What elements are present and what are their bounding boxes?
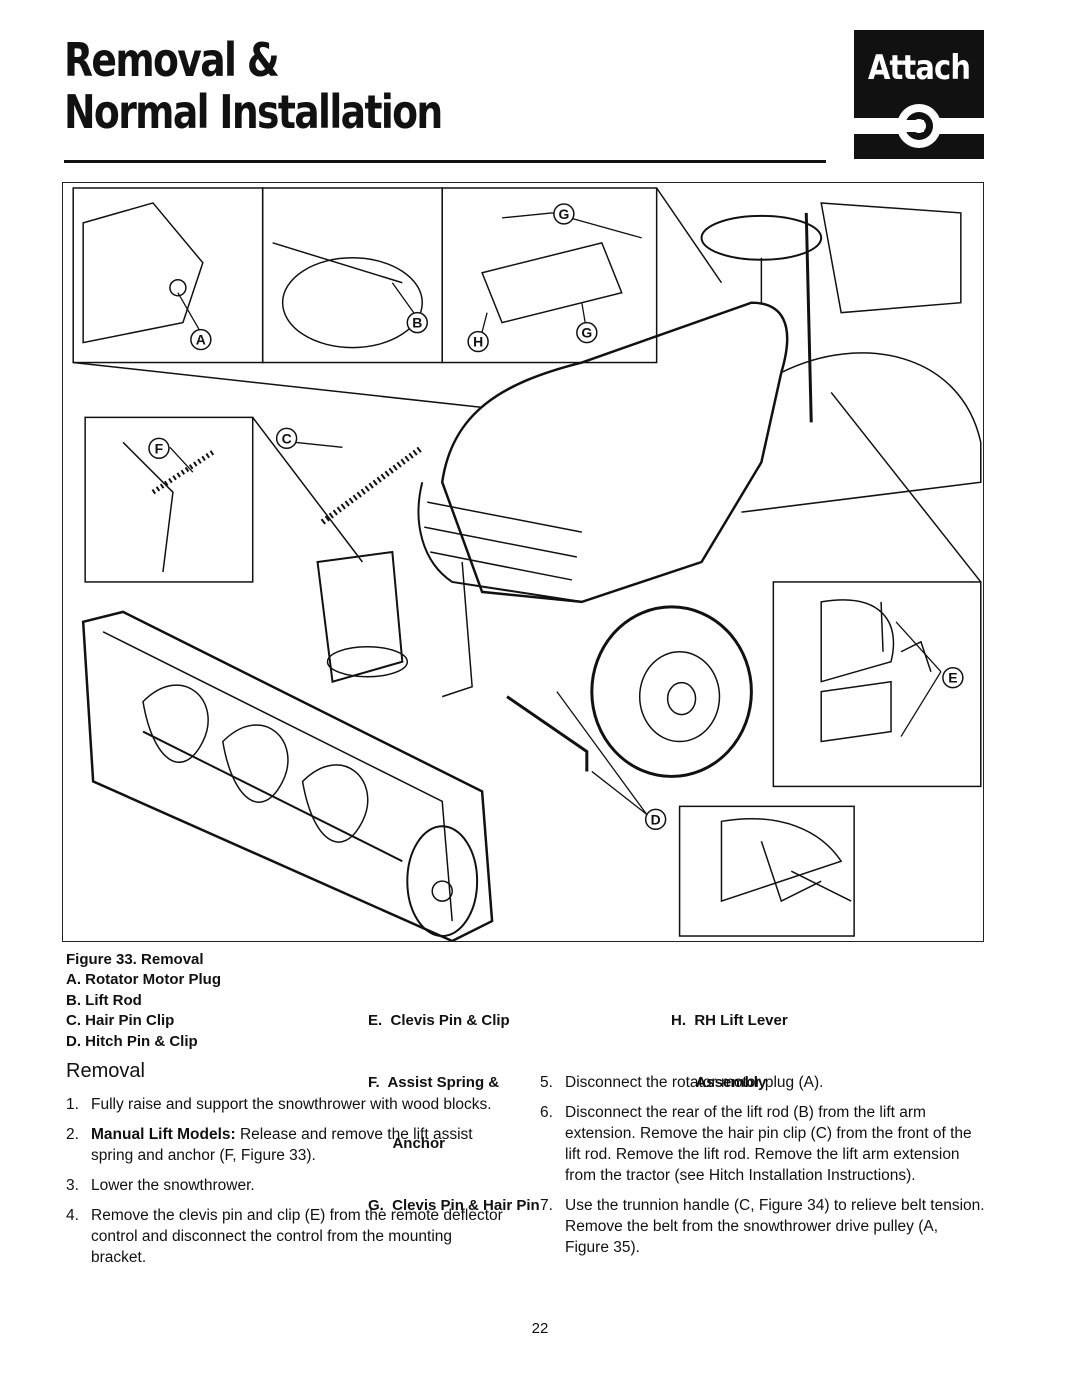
- title-rule: [64, 160, 826, 163]
- callout-e: E: [948, 670, 957, 686]
- inset-lift-rod: [261, 187, 443, 364]
- page-title-line2: Normal Installation: [64, 85, 443, 139]
- legend-item: F. Assist Spring &: [368, 1073, 500, 1091]
- callout-c: C: [282, 430, 292, 446]
- attach-hitch-icon: [854, 104, 984, 148]
- callout-a: A: [196, 332, 206, 348]
- step-number: 5.: [540, 1074, 553, 1091]
- step-item: 5. Disconnect the rotator motor plug (A)…: [540, 1072, 985, 1093]
- page-number: 22: [531, 1320, 549, 1337]
- step-text: Fully raise and support the snowthrower …: [91, 1096, 492, 1113]
- section-heading: Removal: [66, 1060, 145, 1082]
- callout-b: B: [412, 315, 422, 331]
- step-number: 6.: [540, 1104, 553, 1121]
- step-text: Disconnect the rotator motor plug (A).: [565, 1074, 824, 1091]
- legend-item: E. Clevis Pin & Clip: [368, 1012, 510, 1029]
- step-item: 1. Fully raise and support the snowthrow…: [66, 1094, 506, 1115]
- step-number: 7.: [540, 1197, 553, 1214]
- step-item: 6. Disconnect the rear of the lift rod (…: [540, 1102, 985, 1186]
- step-text: Lower the snowthrower.: [91, 1177, 255, 1194]
- step-text: Release and remove the lift assist sprin…: [91, 1126, 473, 1164]
- callout-h: H: [473, 334, 483, 350]
- step-item: 3. Lower the snowthrower.: [66, 1175, 506, 1196]
- legend-item: H. RH Lift Lever: [671, 1012, 788, 1029]
- step-text: Use the trunnion handle (C, Figure 34) t…: [565, 1197, 985, 1256]
- legend-column-1: A. Rotator Motor Plug B. Lift Rod C. Hai…: [66, 970, 221, 1052]
- step-item: 7. Use the trunnion handle (C, Figure 34…: [540, 1195, 985, 1258]
- legend-item: Anchor: [368, 1135, 445, 1152]
- figure-33-illustration: A B C D E F G G H: [62, 182, 984, 942]
- inset-rh-lift-lever: [441, 187, 658, 364]
- steps-right-column: 5. Disconnect the rotator motor plug (A)…: [540, 1072, 985, 1267]
- callout-g-top: G: [558, 206, 569, 222]
- step-text: Disconnect the rear of the lift rod (B) …: [565, 1104, 972, 1184]
- inset-hitch-pin: [678, 805, 855, 937]
- legend-item: G. Clevis Pin & Hair Pin: [368, 1196, 540, 1214]
- page-title: Removal & Normal Installation: [64, 33, 443, 139]
- legend-item: D. Hitch Pin & Clip: [66, 1032, 198, 1050]
- step-number: 1.: [66, 1096, 79, 1113]
- step-number: 3.: [66, 1177, 79, 1194]
- step-text: Remove the clevis pin and clip (E) from …: [91, 1207, 503, 1266]
- attach-badge: Attach: [854, 30, 984, 159]
- inset-assist-spring: [84, 416, 254, 583]
- legend-item: Assembly: [671, 1073, 767, 1091]
- step-item: 2. Manual Lift Models: Release and remov…: [66, 1124, 506, 1166]
- step-number: 2.: [66, 1126, 79, 1143]
- snowthrower-removal-diagram: A B C D E F G G H: [72, 187, 982, 941]
- caption-title: Figure 33. Removal: [66, 951, 204, 968]
- callout-g-bottom: G: [581, 325, 592, 341]
- inset-clevis-pin: [772, 581, 982, 788]
- page-title-line1: Removal &: [64, 33, 280, 87]
- step-bold-lead: Manual Lift Models:: [91, 1126, 236, 1143]
- inset-rotator-plug: [72, 187, 264, 364]
- callout-d: D: [651, 811, 661, 827]
- legend-item: A. Rotator Motor Plug: [66, 971, 221, 988]
- legend-item: B. Lift Rod: [66, 991, 142, 1009]
- legend-column-3: H. RH Lift Lever Assembly: [671, 970, 788, 1134]
- step-number: 4.: [66, 1207, 79, 1224]
- badge-label: Attach: [867, 48, 971, 88]
- callout-f: F: [155, 440, 164, 456]
- legend-column-2: E. Clevis Pin & Clip F. Assist Spring & …: [368, 970, 540, 1257]
- legend-item: C. Hair Pin Clip: [66, 1012, 175, 1029]
- steps-left-column: 1. Fully raise and support the snowthrow…: [66, 1094, 506, 1277]
- step-item: 4. Remove the clevis pin and clip (E) fr…: [66, 1205, 506, 1268]
